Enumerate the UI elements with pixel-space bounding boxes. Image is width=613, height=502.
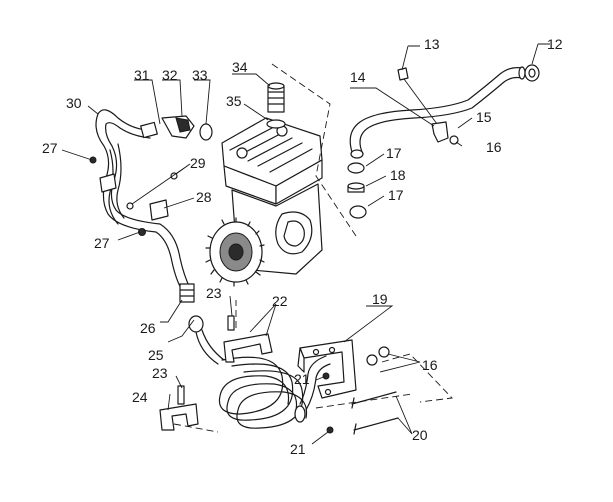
valve-34-cap — [267, 82, 285, 90]
callout-15: 15 — [476, 109, 492, 125]
coil-pipe-loops — [218, 356, 308, 429]
bolt-20-lower — [353, 417, 399, 435]
bracket-19-flange — [297, 347, 305, 373]
callout-30: 30 — [66, 95, 82, 111]
callout-16-lower: 16 — [422, 357, 438, 373]
clamp-28 — [149, 199, 169, 221]
valve-34-assembly — [266, 82, 286, 129]
callout-17-upper: 17 — [386, 145, 402, 161]
nut-12 — [524, 64, 540, 82]
union-nut-26-threads — [179, 289, 195, 297]
callout-12: 12 — [547, 36, 563, 52]
callout-22: 22 — [272, 293, 288, 309]
bracket-19-assembly — [297, 339, 399, 435]
callout-21-upper: 21 — [294, 371, 310, 387]
coil-pipe-end — [294, 405, 306, 423]
nut-16-lower-a — [366, 354, 378, 366]
bolt-13-axis — [403, 78, 441, 129]
dashed-guide-34 — [271, 63, 357, 237]
callout-34: 34 — [232, 59, 248, 75]
clamps-left — [89, 156, 178, 236]
bracket-19-hole-c — [324, 388, 332, 396]
callout-17-lower: 17 — [388, 187, 404, 203]
bolt-23-top — [227, 315, 235, 331]
nut-29-b — [126, 202, 134, 210]
callout-18: 18 — [390, 167, 406, 183]
bracket-22 — [223, 333, 273, 363]
bracket-19-hole-b — [328, 346, 336, 354]
sleeve-18-top — [347, 182, 365, 190]
bolt-20-upper — [351, 391, 397, 409]
callout-24: 24 — [132, 389, 148, 405]
callout-28: 28 — [196, 189, 212, 205]
dashed-guide-24 — [173, 423, 219, 433]
callout-29: 29 — [190, 155, 206, 171]
leader-lines — [61, 43, 550, 445]
callout-19: 19 — [372, 291, 388, 307]
bracket-15 — [431, 121, 449, 143]
crankcase-boss — [283, 220, 305, 247]
pipe-14-upper — [349, 67, 523, 153]
drive-gear-center — [228, 243, 244, 261]
union-nut-26 — [179, 283, 195, 303]
callout-27-lower: 27 — [94, 235, 110, 251]
nut-27-bottom — [138, 228, 146, 236]
coil-pipe-outlet — [299, 355, 331, 411]
callout-23-lower: 23 — [152, 365, 168, 381]
pipe-14-assembly — [347, 64, 540, 219]
seal-ring-33 — [199, 123, 213, 141]
callout-25: 25 — [148, 347, 164, 363]
pipe-14-outlet — [518, 66, 526, 80]
clamp-upper — [99, 173, 117, 193]
nut-12-bore — [528, 68, 536, 78]
callout-27-upper: 27 — [42, 140, 58, 156]
callout-33: 33 — [192, 67, 208, 83]
callout-16-upper: 16 — [486, 139, 502, 155]
ring-35 — [266, 119, 286, 129]
callout-26: 26 — [140, 320, 156, 336]
bracket-19-hole-a — [312, 348, 320, 356]
callout-21-lower: 21 — [290, 441, 306, 457]
bolt-23-bottom — [177, 385, 185, 405]
nut-27-top — [89, 156, 97, 164]
compressor-head-ribs — [229, 127, 313, 173]
pipe-14-lower — [359, 76, 523, 153]
callout-labels: 12 13 14 15 16 17 18 17 19 16 20 21 21 2… — [42, 36, 563, 457]
callout-13: 13 — [424, 36, 440, 52]
callout-20: 20 — [412, 427, 428, 443]
drive-gear-teeth — [205, 217, 265, 287]
sleeve-17-top — [347, 162, 365, 174]
callout-23-upper: 23 — [206, 285, 222, 301]
clamp-24 — [159, 403, 199, 431]
callout-31: 31 — [134, 67, 150, 83]
fitting-31 — [140, 121, 158, 139]
crankcase-detail — [275, 211, 313, 255]
coil-pipe-feed — [195, 329, 225, 365]
callout-32: 32 — [162, 67, 178, 83]
sleeve-17-bottom — [349, 205, 367, 219]
nut-16-lower-b — [378, 346, 390, 358]
callout-14: 14 — [350, 69, 366, 85]
nut-21-lower — [326, 426, 334, 434]
compressor-assembly — [205, 117, 323, 287]
valve-34-threads — [267, 91, 285, 105]
bolt-13-head — [397, 67, 409, 81]
bracket-19 — [299, 339, 357, 399]
pipe-30-second-run — [108, 143, 125, 225]
coil-pipe-assembly — [159, 315, 331, 431]
pipe-14-end — [350, 149, 364, 159]
valve-34 — [267, 85, 285, 113]
elbow-32-shade — [175, 117, 191, 133]
head-port-left — [236, 147, 248, 159]
dashed-guide-19 — [381, 353, 453, 403]
callout-35: 35 — [226, 93, 242, 109]
compressor-head-front — [275, 159, 323, 205]
